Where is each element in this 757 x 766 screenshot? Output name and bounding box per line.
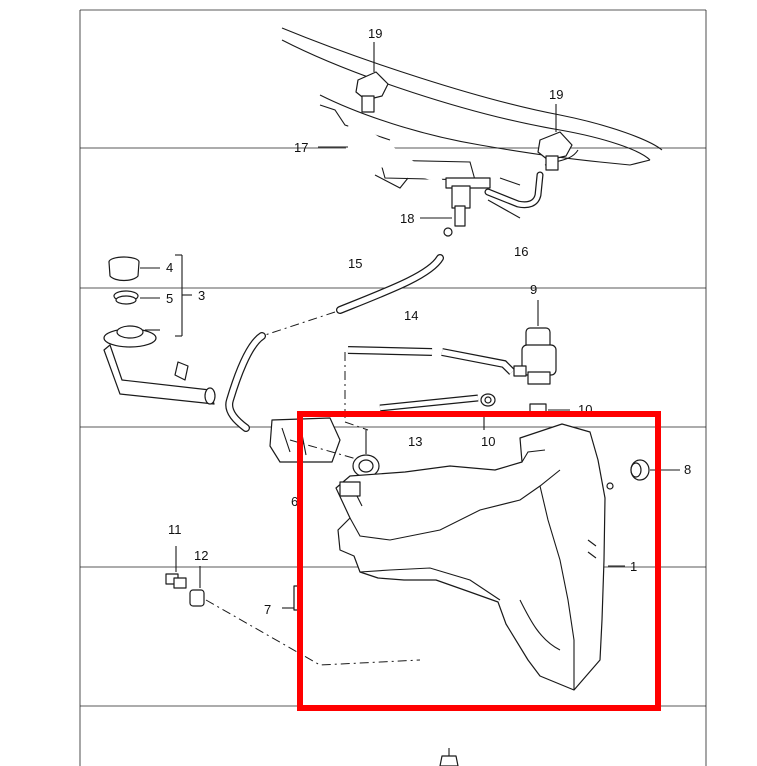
sensor-seal-12 xyxy=(189,566,421,666)
callout-5: 5 xyxy=(166,291,173,306)
seal-ring-5 xyxy=(113,290,139,305)
washer-fluid-tank-1 xyxy=(335,423,614,691)
callout-4: 4 xyxy=(166,260,173,275)
callout-18: 18 xyxy=(400,211,414,226)
highlight-box xyxy=(297,411,661,711)
callout-19-right: 19 xyxy=(549,87,563,102)
leader-lines xyxy=(318,42,625,567)
washer-nozzle-left xyxy=(355,71,389,113)
hose-16 xyxy=(484,171,544,209)
callout-12: 12 xyxy=(194,548,208,563)
washer-nozzle-right xyxy=(537,131,573,171)
hose-14 xyxy=(344,346,515,420)
callout-6: 6 xyxy=(291,494,298,509)
callout-11: 11 xyxy=(168,522,182,537)
callout-14: 14 xyxy=(404,308,418,323)
hose-15 xyxy=(225,254,444,432)
filler-cap-4 xyxy=(108,256,140,282)
callout-7: 7 xyxy=(264,602,271,617)
callout-13: 13 xyxy=(408,434,422,449)
callout-17: 17 xyxy=(294,140,308,155)
hose-13 xyxy=(344,394,479,431)
callout-16: 16 xyxy=(514,244,528,259)
callout-1: 1 xyxy=(630,559,637,574)
mounting-bracket-6 xyxy=(269,417,361,463)
body-panel xyxy=(281,27,663,189)
callout-3: 3 xyxy=(198,288,205,303)
partial-fastener xyxy=(439,748,459,766)
callout-15: 15 xyxy=(348,256,362,271)
filler-neck xyxy=(103,325,216,405)
level-sensor-11 xyxy=(165,546,187,589)
t-connector-18 xyxy=(420,177,491,237)
tank-seal xyxy=(352,430,380,478)
hose-17 xyxy=(345,115,443,183)
callouts: 19 19 17 18 16 15 4 5 3 9 14 10 13 10 8 … xyxy=(166,26,691,617)
bracket-3 xyxy=(140,254,192,337)
callout-10-left: 10 xyxy=(481,434,495,449)
grommet-10-left xyxy=(480,393,496,407)
callout-8: 8 xyxy=(684,462,691,477)
washer-pump-9 xyxy=(513,300,557,385)
callout-19-left: 19 xyxy=(368,26,382,41)
callout-9: 9 xyxy=(530,282,537,297)
